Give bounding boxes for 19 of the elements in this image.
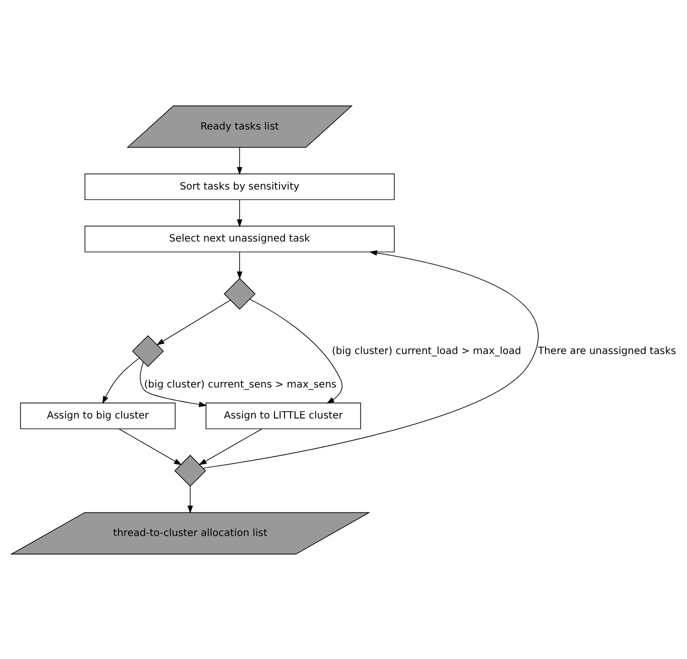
arrow	[198, 428, 262, 465]
node-box: Assign to LITTLE cluster	[206, 402, 361, 429]
arrow	[140, 361, 207, 407]
node-box: Assign to big cluster	[20, 402, 176, 429]
arrow	[202, 250, 539, 468]
arrow	[236, 251, 242, 279]
node-box: Select next unassigned task	[84, 225, 395, 252]
edge-label: There are unassigned tasks	[538, 345, 676, 356]
arrow	[236, 146, 242, 174]
node-box: Sort tasks by sensitivity	[84, 173, 395, 200]
arrow	[156, 299, 231, 345]
arrow	[236, 198, 242, 227]
arrow	[102, 357, 140, 404]
arrow	[118, 428, 182, 465]
arrow	[187, 485, 193, 513]
node-diamond	[224, 277, 256, 310]
edge-label: (big cluster) current_sens > max_sens	[144, 378, 337, 390]
arrow	[250, 298, 342, 404]
edge-label: (big cluster) current_load > max_load	[332, 345, 522, 356]
